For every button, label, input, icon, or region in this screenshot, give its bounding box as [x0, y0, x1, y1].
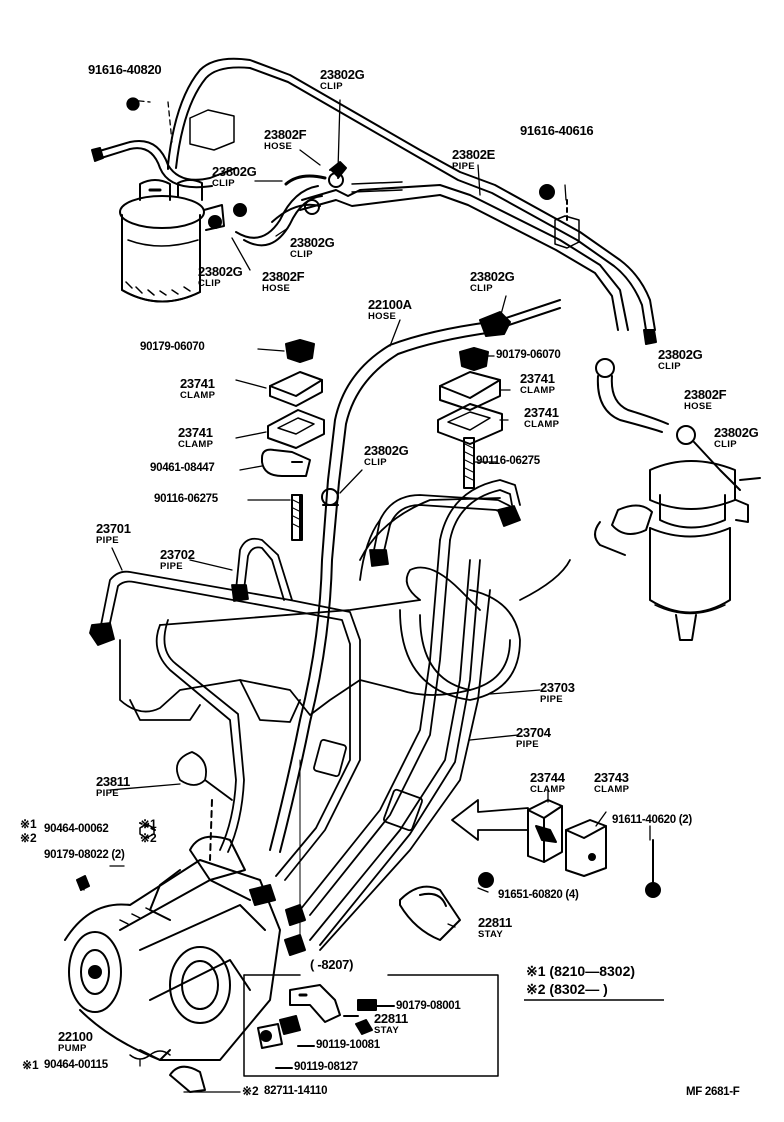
hose-22100a	[270, 300, 560, 852]
label-90179-06070-a: 90179-06070	[140, 341, 205, 353]
note-underline	[524, 998, 664, 1002]
fuel-lines-top	[92, 59, 656, 344]
stay-22811	[400, 873, 493, 940]
hose-23802f-right	[596, 359, 740, 490]
label-91611-40620: 91611-40620 (2)	[612, 814, 692, 826]
mark-2-left: ※2	[20, 831, 37, 845]
clamp-stack-left	[262, 340, 324, 540]
label-91616-40820: 91616-40820	[88, 62, 162, 77]
engine-block-outline	[120, 498, 570, 722]
injection-pump-22100	[65, 800, 305, 1092]
note-2: ※2 (8302— )	[526, 981, 608, 997]
fuel-filter-right	[595, 461, 760, 640]
fuel-filter-top	[120, 180, 224, 302]
label-90116-06275-b: 90116-06275	[476, 455, 540, 467]
mark-1-bottom: ※1	[22, 1058, 39, 1072]
label-production-range: ( -8207)	[310, 957, 354, 972]
label-90464-00062: 90464-00062	[44, 823, 109, 835]
label-90119-08127: 90119-08127	[294, 1061, 358, 1073]
label-91651-60820: 91651-60820 (4)	[498, 889, 579, 901]
mark-2-near-part: ※2	[140, 831, 157, 845]
clamp-stack-right	[438, 348, 502, 488]
label-90179-08001: 90179-08001	[396, 1000, 461, 1012]
bracket-91616-40616	[540, 185, 579, 248]
label-90179-06070-b: 90179-06070	[496, 349, 561, 361]
mark-1-left: ※1	[20, 817, 37, 831]
label-91616-40616: 91616-40616	[520, 123, 594, 138]
label-90119-10081: 90119-10081	[316, 1039, 380, 1051]
label-82711-14110: 82711-14110	[264, 1085, 328, 1097]
note-1: ※1 (8210—8302)	[526, 963, 636, 979]
leader-lines	[84, 98, 650, 1092]
figure-reference: MF 2681-F	[686, 1086, 740, 1098]
inset-box	[244, 975, 498, 1076]
label-90179-08022: 90179-08022 (2)	[44, 849, 125, 861]
label-90116-06275-a: 90116-06275	[154, 493, 218, 505]
label-90461-08447: 90461-08447	[150, 462, 215, 474]
mark-2-bottom: ※2	[242, 1084, 259, 1098]
injection-pipes	[90, 480, 520, 950]
label-90464-00115: 90464-00115	[44, 1059, 108, 1071]
mark-1-near-part: ※1	[140, 817, 157, 831]
direction-arrow	[452, 800, 528, 840]
